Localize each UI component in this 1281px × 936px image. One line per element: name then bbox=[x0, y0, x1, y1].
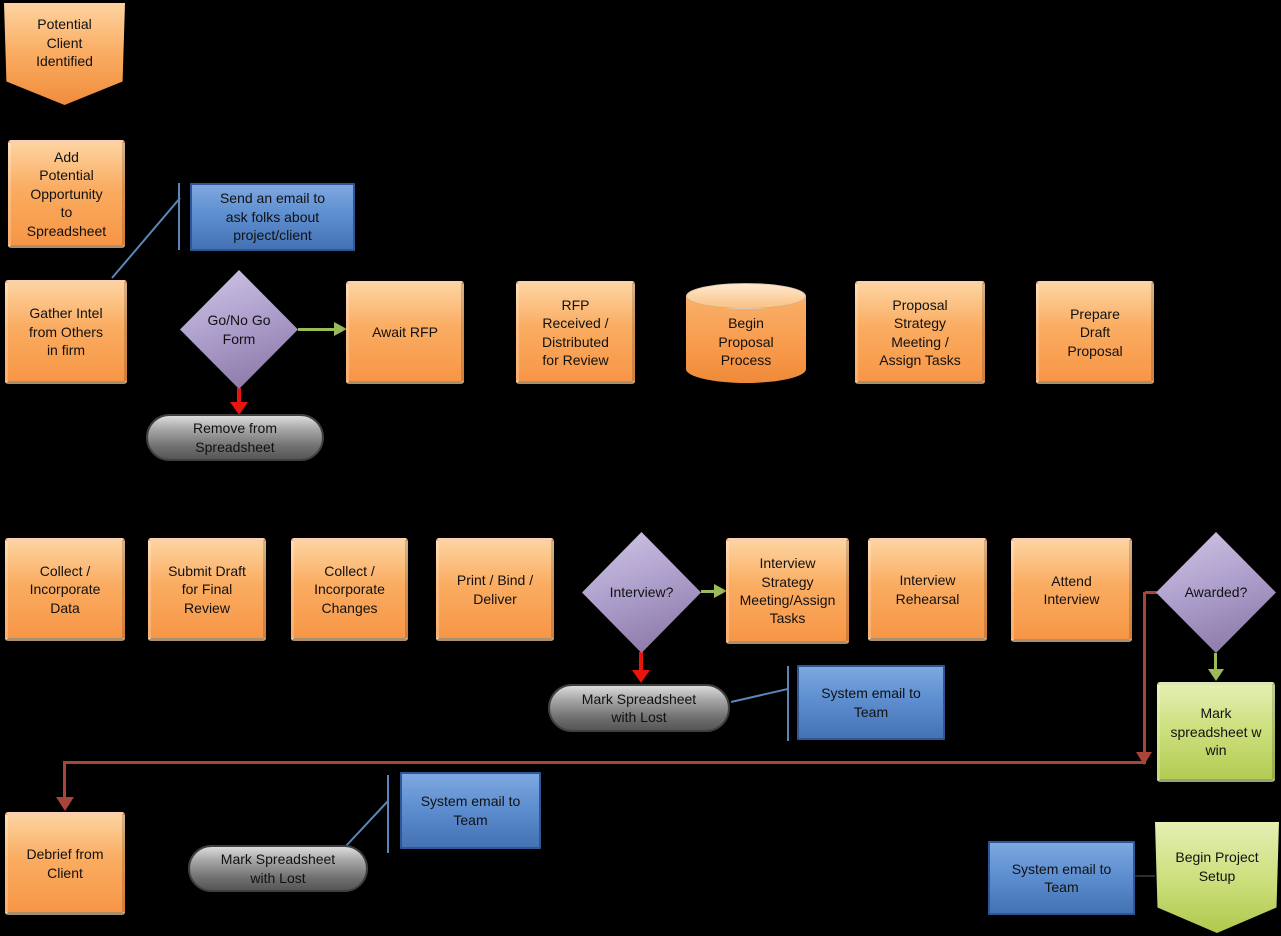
node-system-email-team-bottom-left: System email to Team bbox=[400, 772, 541, 849]
node-label: Collect / Incorporate Data bbox=[29, 562, 101, 616]
node-mark-spreadsheet-lost-mid: Mark Spreadsheet with Lost bbox=[548, 684, 730, 732]
node-interview-decision: Interview? bbox=[582, 532, 701, 653]
node-label: System email to Team bbox=[821, 685, 921, 720]
node-await-rfp: Await RFP bbox=[346, 281, 464, 384]
node-label: Send an email to ask folks about project… bbox=[219, 190, 326, 244]
node-label: Await RFP bbox=[372, 324, 438, 341]
callout-line-bottom-diagonal bbox=[345, 799, 390, 847]
cylinder-body bbox=[686, 296, 806, 383]
arrow-awarded-debrief-stub bbox=[1145, 591, 1157, 594]
node-send-email-ask-folks: Send an email to ask folks about project… bbox=[190, 183, 355, 251]
node-label: Interview Rehearsal bbox=[895, 572, 960, 607]
node-label: Debrief from Client bbox=[26, 846, 104, 881]
node-label: Begin Project Setup bbox=[1175, 849, 1259, 884]
node-rfp-received: RFP Received / Distributed for Review bbox=[516, 281, 635, 384]
node-interview-rehearsal: Interview Rehearsal bbox=[868, 538, 987, 641]
node-label: Interview? bbox=[609, 584, 674, 601]
arrow-awarded-markwin-head bbox=[1208, 669, 1224, 681]
cylinder-label-wrap: Begin Proposal Process bbox=[686, 301, 806, 383]
node-label: RFP Received / Distributed for Review bbox=[542, 296, 609, 368]
node-label: Prepare Draft Proposal bbox=[1067, 305, 1123, 359]
node-label: System email to Team bbox=[420, 793, 521, 828]
callout-line-bottom-vertical bbox=[387, 775, 389, 853]
node-label: Remove from Spreadsheet bbox=[192, 420, 278, 455]
node-proposal-strategy-meeting: Proposal Strategy Meeting / Assign Tasks bbox=[855, 281, 985, 384]
node-label: Collect / Incorporate Changes bbox=[314, 562, 385, 616]
arrow-awarded-debrief-vline1 bbox=[1143, 592, 1146, 753]
callout-line-top-vertical bbox=[178, 183, 180, 250]
node-begin-proposal-process: Begin Proposal Process bbox=[686, 283, 806, 383]
node-attend-interview: Attend Interview bbox=[1011, 538, 1132, 642]
arrow-interview-strategy-head bbox=[714, 584, 727, 598]
node-prepare-draft-proposal: Prepare Draft Proposal bbox=[1036, 281, 1154, 384]
arrow-gonogo-awaitrfp-head bbox=[334, 322, 347, 336]
arrow-interview-marklost-head bbox=[632, 670, 650, 683]
node-begin-project-setup: Begin Project Setup bbox=[1155, 822, 1279, 933]
node-interview-strategy-meeting: Interview Strategy Meeting/Assign Tasks bbox=[726, 538, 849, 644]
node-mark-spreadsheet-win: Mark spreadsheet w win bbox=[1157, 682, 1275, 782]
arrow-gonogo-remove-head bbox=[230, 402, 248, 415]
arrow-awarded-debrief-head bbox=[56, 797, 74, 811]
node-go-no-go-form: Go/No Go Form bbox=[180, 270, 298, 389]
cylinder-top-ellipse bbox=[686, 283, 806, 309]
node-potential-client-identified: Potential Client Identified bbox=[4, 3, 125, 105]
node-label: Add Potential Opportunity to Spreadsheet bbox=[26, 148, 107, 239]
node-label: Mark Spreadsheet with Lost bbox=[581, 690, 697, 725]
node-label: Proposal Strategy Meeting / Assign Tasks bbox=[879, 296, 961, 368]
node-collect-incorporate-data: Collect / Incorporate Data bbox=[5, 538, 125, 641]
node-collect-incorporate-changes: Collect / Incorporate Changes bbox=[291, 538, 408, 641]
node-label: Submit Draft for Final Review bbox=[168, 562, 246, 616]
node-label: Potential Client Identified bbox=[36, 16, 93, 70]
connector-systememail-beginproject bbox=[1133, 875, 1155, 877]
node-label: Gather Intel from Others in firm bbox=[29, 305, 103, 359]
arrow-interview-marklost-line bbox=[639, 652, 643, 671]
node-label: Go/No Go Form bbox=[207, 312, 271, 347]
arrow-gonogo-awaitrfp-line bbox=[298, 328, 335, 331]
arrow-awarded-debrief-vline2 bbox=[63, 761, 66, 798]
node-label: System email to Team bbox=[1011, 860, 1112, 895]
node-label: Print / Bind / Deliver bbox=[456, 572, 534, 607]
arrow-awarded-markwin-line bbox=[1214, 653, 1217, 670]
callout-line-mid-vertical bbox=[787, 666, 789, 741]
node-gather-intel: Gather Intel from Others in firm bbox=[5, 280, 127, 384]
node-add-potential-opportunity: Add Potential Opportunity to Spreadsheet bbox=[8, 140, 125, 248]
node-label: Awarded? bbox=[1184, 584, 1248, 601]
node-label: Attend Interview bbox=[1043, 572, 1100, 607]
node-system-email-team-mid: System email to Team bbox=[797, 665, 945, 740]
node-debrief-from-client: Debrief from Client bbox=[5, 812, 125, 915]
arrow-interview-strategy-line bbox=[701, 590, 715, 593]
node-mark-spreadsheet-lost-bottom: Mark Spreadsheet with Lost bbox=[188, 845, 368, 892]
node-system-email-team-bottom-right: System email to Team bbox=[988, 841, 1135, 915]
node-remove-from-spreadsheet: Remove from Spreadsheet bbox=[146, 414, 324, 461]
node-awarded-decision: Awarded? bbox=[1156, 532, 1276, 653]
node-label: Begin Proposal Process bbox=[718, 315, 774, 369]
node-label: Mark spreadsheet w win bbox=[1170, 705, 1262, 759]
node-label: Mark Spreadsheet with Lost bbox=[220, 851, 336, 886]
node-print-bind-deliver: Print / Bind / Deliver bbox=[436, 538, 554, 641]
node-label: Interview Strategy Meeting/Assign Tasks bbox=[739, 555, 836, 627]
node-submit-draft-final-review: Submit Draft for Final Review bbox=[148, 538, 266, 641]
arrow-gonogo-remove-line bbox=[237, 388, 241, 403]
arrow-awarded-debrief-hline bbox=[63, 761, 1146, 764]
callout-line-mid-diagonal bbox=[730, 687, 789, 703]
